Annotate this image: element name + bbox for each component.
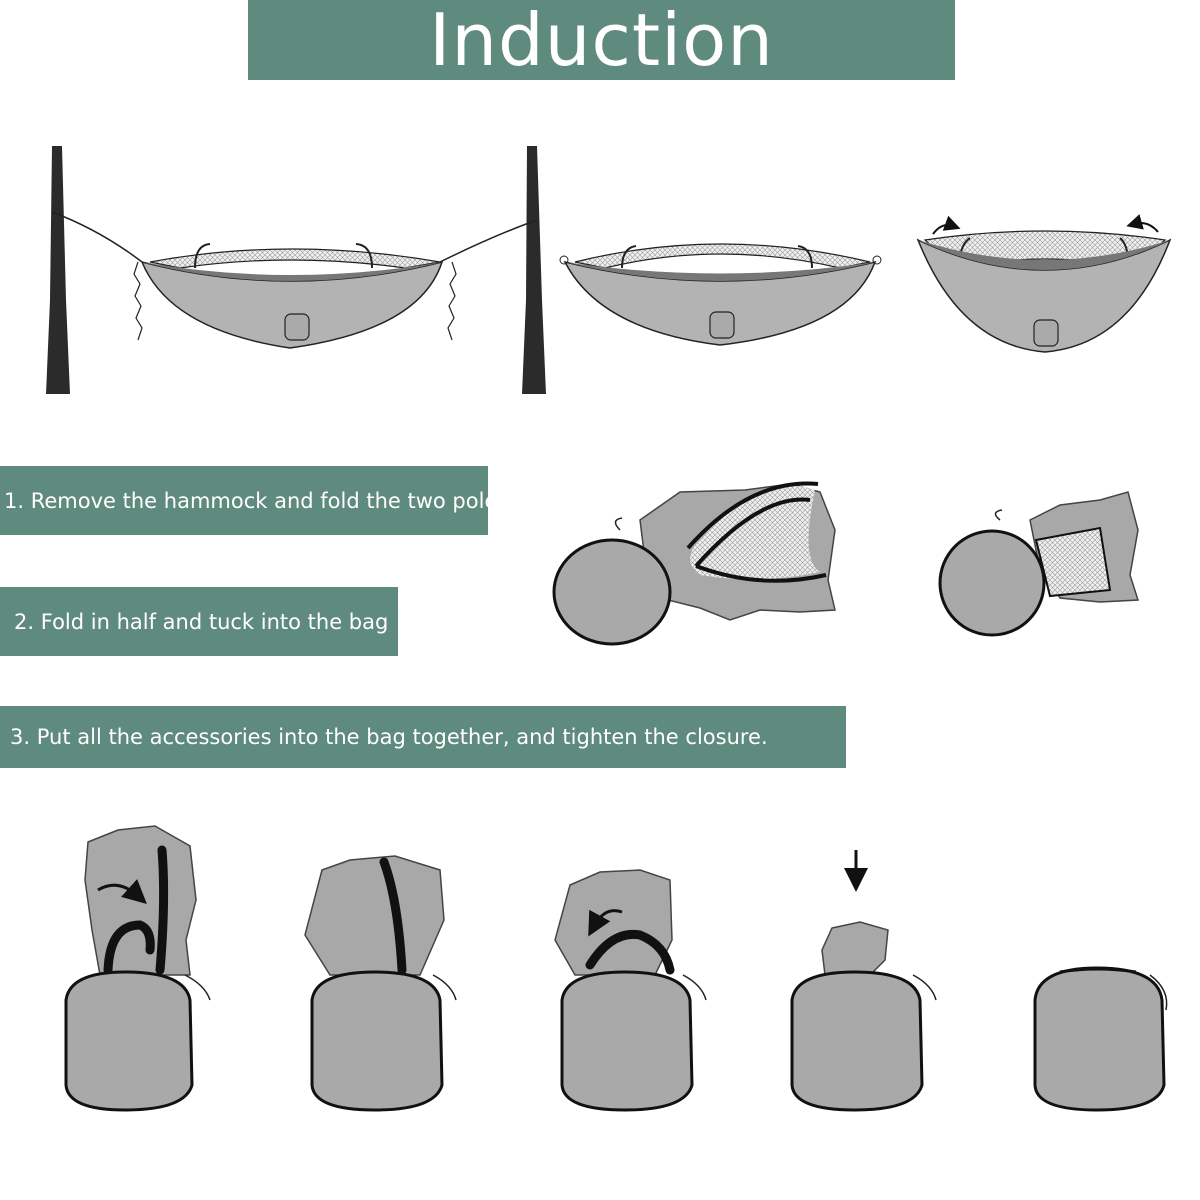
bag-closed <box>1033 966 1168 1112</box>
hammock-between-trees <box>46 146 546 394</box>
page-title: Induction <box>429 0 774 82</box>
stuff-bag <box>310 970 444 1112</box>
step-3-number: 3. <box>10 725 31 749</box>
right-daisy-chain <box>447 261 457 341</box>
drawstring <box>994 509 1003 521</box>
net-mesh <box>690 485 820 580</box>
folded-fabric <box>84 825 197 976</box>
hammock-pocket <box>284 313 310 341</box>
drawstring <box>682 974 707 1001</box>
drawstring <box>1149 974 1168 1011</box>
left-daisy-chain <box>133 261 143 341</box>
hammock-edge <box>142 262 442 281</box>
hammock-detached <box>559 243 882 346</box>
folded-fabric <box>304 855 445 976</box>
fold-arrow-icon <box>932 215 961 235</box>
pack-step-1 <box>64 825 211 1112</box>
stuff-bag <box>790 970 924 1112</box>
hammock-edge <box>565 262 875 281</box>
drawstring <box>432 974 457 1001</box>
end-loop <box>872 255 882 265</box>
fold-arrow-icon <box>588 909 623 937</box>
folded-fabric <box>821 921 889 976</box>
fold-arrow-icon <box>1126 214 1159 233</box>
step-2-banner: 2. Fold in half and tuck into the bag <box>0 587 398 656</box>
net-poles <box>621 245 813 269</box>
mosquito-net <box>574 243 871 269</box>
step-3-text: Put all the accessories into the bag tog… <box>36 725 768 749</box>
title-banner: Induction <box>248 0 955 82</box>
hammock-folded-in-half <box>552 481 836 646</box>
zipper-edge <box>379 857 407 975</box>
net-poles <box>194 243 373 269</box>
drawstring <box>912 974 937 1001</box>
step-2-number: 2. <box>14 609 35 634</box>
left-tree-trunk <box>46 146 70 394</box>
drawstring <box>184 974 211 1001</box>
right-tree-trunk <box>522 146 546 394</box>
zipper-edge <box>585 929 675 975</box>
stuff-bag <box>560 970 694 1112</box>
stuff-bag <box>64 970 194 1112</box>
net-mesh <box>1034 526 1112 598</box>
hammock-tucked-into-bag <box>938 491 1140 637</box>
step-1-banner: 1. Remove the hammock and fold the two p… <box>0 466 508 535</box>
zipper-edge <box>686 481 827 583</box>
right-strap <box>439 219 538 263</box>
step-3-banner: 3. Put all the accessories into the bag … <box>0 706 846 768</box>
bag-closure <box>1059 967 1137 974</box>
stuff-bag <box>938 529 1046 637</box>
end-loop <box>559 255 569 265</box>
hammock-pocket <box>709 311 735 339</box>
pack-step-2 <box>304 855 457 1112</box>
fold-arrow-icon <box>97 879 147 905</box>
step-1-number: 1. <box>4 488 25 513</box>
stuff-bag <box>1033 966 1166 1112</box>
zipper-edge <box>103 845 169 975</box>
mosquito-net <box>149 248 441 269</box>
hammock-poles-folded <box>916 214 1172 353</box>
pack-step-4-push-down <box>790 850 937 1112</box>
stuff-bag <box>552 538 672 646</box>
drawstring <box>614 517 623 531</box>
step-2-text: Fold in half and tuck into the bag <box>40 609 389 634</box>
hammock-pocket <box>1033 319 1059 347</box>
left-strap <box>51 211 143 263</box>
step-1-text: Remove the hammock and fold the two pole… <box>30 488 509 513</box>
folded-fabric <box>554 869 673 976</box>
pack-step-3 <box>554 869 707 1112</box>
hammock-edge <box>918 240 1170 270</box>
